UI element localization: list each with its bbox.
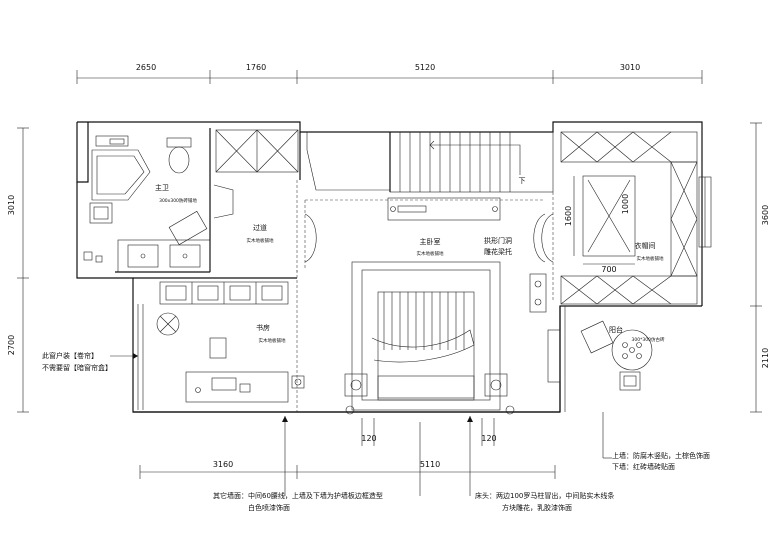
leader-lines <box>110 353 612 496</box>
note-window-line1: 此窗户装【卷帘】 <box>42 351 98 360</box>
room-closet-name: 衣帽间 <box>635 241 656 250</box>
dim-closet-700: 700 <box>601 265 616 274</box>
dim-bottom-1: 3160 <box>213 460 233 469</box>
dim-top-1: 2650 <box>136 63 156 72</box>
room-corridor-name: 过道 <box>253 223 267 232</box>
bed-slats <box>383 292 465 350</box>
dim-small-2: 120 <box>481 434 496 443</box>
walk-in-closet <box>529 131 698 313</box>
dim-bottom-2: 5110 <box>420 460 440 469</box>
room-master-bath-name: 主卫 <box>155 183 169 192</box>
master-bedroom <box>304 199 546 415</box>
dim-left-1: 3010 <box>7 195 16 215</box>
room-master-bedroom-floor: 实木地板铺地 <box>417 250 444 257</box>
dimension-lines <box>17 70 762 479</box>
dim-top-3: 5120 <box>415 63 435 72</box>
room-master-bath-floor: 300x300防砖铺地 <box>159 197 197 204</box>
balcony <box>547 306 653 412</box>
stairs-down-label: 下 <box>519 177 526 185</box>
master-bath <box>83 128 211 273</box>
room-balcony-name: 阳台 <box>609 325 623 334</box>
dim-top-4: 3010 <box>620 63 640 72</box>
note-other-walls-line2: 白色喷漆饰面 <box>248 503 290 512</box>
room-study-name: 书房 <box>256 323 270 332</box>
arch-note-line1: 拱形门洞 <box>484 236 512 245</box>
dim-left-2: 2700 <box>7 335 16 355</box>
note-bed-head-line1: 床头：两边100罗马柱冒出，中间贴实木线条 <box>475 491 614 500</box>
room-study-floor: 实木地板铺地 <box>259 337 286 344</box>
note-bed-head-line2: 方块雕花，乳胶漆饰面 <box>502 503 572 512</box>
study <box>133 270 305 412</box>
dim-right-2: 2110 <box>761 348 770 368</box>
room-balcony-floor: 300*300仿古砖 <box>632 336 665 343</box>
dim-small-1: 120 <box>361 434 376 443</box>
stairwell <box>306 131 554 221</box>
note-other-walls-line1: 其它墙面：中间60腰线，上墙及下墙为护墙板边框造型 <box>213 491 383 500</box>
corridor <box>213 129 301 272</box>
note-window-line2: 不需要留【暗窗帘盒】 <box>42 363 112 372</box>
dim-right-1: 3600 <box>761 205 770 225</box>
dim-closet-1000: 1000 <box>621 194 630 214</box>
dim-top-2: 1760 <box>246 63 266 72</box>
room-closet-floor: 实木地板铺地 <box>637 255 664 262</box>
dim-closet-1600: 1600 <box>564 206 573 226</box>
arch-note-line2: 雕花梁托 <box>484 247 512 256</box>
note-balcony-walls-line2: 下墙：红砖墙砖贴面 <box>612 462 675 471</box>
room-corridor-floor: 实木地板铺地 <box>247 237 274 244</box>
room-master-bedroom-name: 主卧室 <box>420 237 441 246</box>
note-balcony-walls-line1: 上墙：防腐木竖贴，土棕色饰面 <box>612 451 710 460</box>
